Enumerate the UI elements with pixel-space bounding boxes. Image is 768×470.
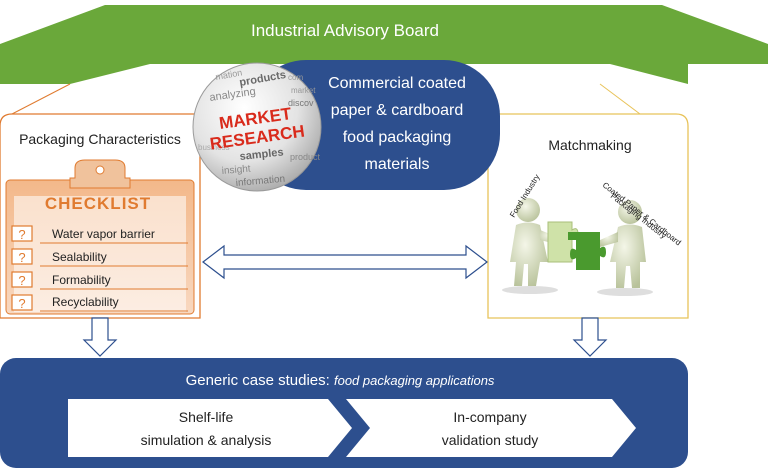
commercial-line-1: Commercial coated <box>328 75 466 92</box>
checklist-item-label: Sealability <box>52 250 107 264</box>
checklist-title: CHECKLIST <box>45 194 151 213</box>
sphere-word: information <box>235 174 285 189</box>
checkbox-icon <box>11 225 33 242</box>
checkbox-mark: ? <box>18 296 25 311</box>
sphere-word: business <box>198 143 230 152</box>
market-research-sphere: mation products com analyzing discov mar… <box>192 62 322 192</box>
checklist-item: ? Sealability <box>11 248 188 267</box>
checklist-item-label: Water vapor barrier <box>52 227 155 241</box>
matchmaking-title: Matchmaking <box>548 137 631 153</box>
checklist-item: ? Recyclability <box>11 294 188 312</box>
checklist-item-label: Recyclability <box>52 295 119 309</box>
step2-line2: validation study <box>442 432 539 448</box>
step-in-company <box>346 399 636 457</box>
checkbox-icon <box>11 248 33 265</box>
step2-line1: In-company <box>453 409 526 425</box>
sphere-word: product <box>290 152 321 162</box>
commercial-line-2: paper & cardboard <box>331 102 464 119</box>
checklist-item-label: Formability <box>52 273 111 287</box>
commercial-line-3: food packaging <box>343 129 452 146</box>
roof-line-right <box>599 83 641 115</box>
sphere-word: samples <box>239 146 284 163</box>
case-studies-title-main: Generic case studies: <box>186 372 330 389</box>
sphere-word: market <box>291 86 316 95</box>
commercial-line-4: materials <box>365 156 430 173</box>
step1-line1: Shelf-life <box>179 409 234 425</box>
step-shelf-life <box>68 399 352 457</box>
checkbox-mark: ? <box>18 273 25 288</box>
checklist-item: ? Formability <box>11 271 188 290</box>
step1-line2: simulation & analysis <box>141 432 272 448</box>
checklist-item: ? Water vapor barrier <box>11 225 188 244</box>
case-studies-title: Generic case studies: food packaging app… <box>186 372 495 389</box>
checklist-clipboard <box>5 159 195 315</box>
roof-line-left <box>11 83 71 115</box>
case-studies-title-italic: food packaging applications <box>334 373 495 388</box>
sphere-word: mation <box>215 67 243 82</box>
down-arrow-right <box>572 317 608 357</box>
puzzle-figures-illustration <box>502 198 653 296</box>
down-arrow-left <box>82 317 118 357</box>
sphere-word: com <box>288 73 303 82</box>
packaging-title: Packaging Characteristics <box>19 131 181 147</box>
checkbox-mark: ? <box>18 250 25 265</box>
double-arrow <box>202 244 488 280</box>
checkbox-icon <box>11 294 33 311</box>
roof-label: Industrial Advisory Board <box>251 21 439 40</box>
sphere-word: insight <box>221 163 251 176</box>
sphere-word: discov <box>288 98 314 108</box>
checkbox-mark: ? <box>18 227 25 242</box>
checkbox-icon <box>11 271 33 288</box>
